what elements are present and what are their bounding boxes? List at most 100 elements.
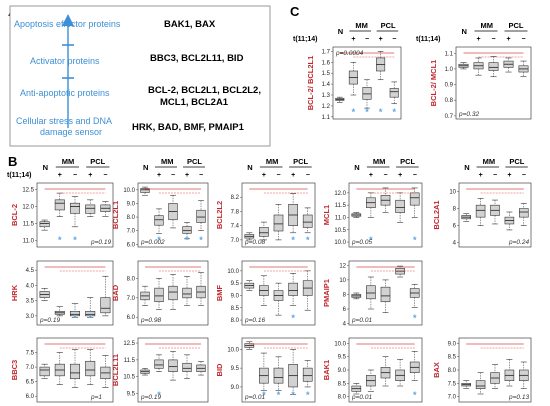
y-tick-label: 10.0 [123, 188, 135, 194]
box-group [366, 369, 376, 392]
box-group [196, 200, 206, 231]
translocation-sign: + [479, 172, 483, 179]
y-tick-label: 7.0 [127, 229, 136, 235]
box-group [335, 96, 345, 103]
p-value: p=0.05 [351, 239, 372, 246]
y-tick-label: 7.5 [26, 351, 35, 357]
translocation-sign: + [477, 36, 481, 43]
pcl-group-label: PCL [90, 157, 105, 166]
y-tick-label: 9.5 [231, 366, 240, 372]
box-group [504, 359, 515, 387]
significance-star: * [392, 107, 396, 117]
significance-star: * [73, 313, 77, 323]
box-group [259, 275, 269, 306]
box-iqr [366, 285, 376, 300]
box-group [182, 354, 192, 379]
box-group [461, 380, 471, 389]
category-label: Apoptosis effector proteins [14, 19, 121, 29]
box-group [504, 211, 515, 231]
t1114-label: t(11;14) [293, 36, 318, 43]
mm-group-label: MM [355, 21, 368, 30]
mm-group-label: MM [373, 157, 386, 166]
box-group [69, 349, 81, 388]
box-iqr [259, 227, 269, 237]
y-tick-label: 10.0 [334, 341, 346, 347]
p-value: p=0.01 [244, 394, 265, 401]
box-iqr [395, 199, 405, 213]
y-axis-label: BAX [432, 362, 441, 378]
y-tick-label: 6 [343, 307, 347, 313]
translocation-sign: − [103, 172, 107, 179]
y-axis-label: BID [215, 363, 224, 377]
y-tick-label: 8.0 [448, 368, 457, 374]
box-group [409, 283, 420, 308]
box-group [273, 204, 284, 241]
y-tick-label: 4.5 [26, 268, 35, 274]
box-group [182, 222, 192, 240]
p-value: p=0.01 [351, 394, 372, 401]
translocation-sign: − [522, 36, 526, 43]
box-group [259, 221, 269, 241]
y-tick-label: 4 [453, 241, 457, 247]
category-label-line1: Cellular stress and DNA [16, 116, 112, 126]
y-axis-label: BCL2L2 [215, 201, 224, 229]
mm-group-label: MM [483, 157, 496, 166]
box-group [168, 351, 178, 381]
box-group [461, 213, 471, 222]
box-iqr [475, 380, 486, 389]
box-group [490, 364, 500, 389]
pcl-group-label: PCL [381, 21, 396, 30]
y-tick-label: 10.0 [227, 347, 239, 353]
y-tick-label: 8.0 [338, 395, 347, 401]
y-tick-label: 9.0 [127, 201, 136, 207]
y-tick-label: 12.0 [334, 191, 346, 197]
panel-c-letter: C [290, 4, 300, 19]
p-value: p=0.19 [140, 394, 161, 401]
y-tick-label: 8.0 [127, 276, 136, 282]
y-tick-label: 6.5 [26, 380, 35, 386]
significance-star: * [413, 390, 417, 400]
y-tick-label: 8.0 [231, 318, 240, 324]
plot-frame [137, 182, 209, 248]
box-group [140, 186, 150, 196]
mm-group-label: MM [266, 157, 279, 166]
box-iqr [273, 214, 284, 232]
y-tick-label: 8.5 [231, 306, 240, 312]
y-tick-label: 9.0 [231, 385, 240, 391]
box-iqr [69, 202, 81, 214]
translocation-sign: − [413, 172, 417, 179]
y-axis-label: BCL-2/ BCL2L1 [306, 56, 315, 111]
box-group [39, 288, 50, 301]
box-group [168, 274, 178, 310]
box-iqr [389, 88, 399, 98]
p-value: p=0.0004 [335, 50, 364, 57]
y-tick-label: 12 [339, 263, 346, 269]
box-group [389, 81, 399, 105]
y-tick-label: 10 [339, 278, 346, 284]
box-iqr [69, 363, 81, 380]
pcl-group-label: PCL [400, 157, 415, 166]
normal-group-label: N [43, 163, 48, 172]
box-group [69, 303, 81, 318]
box-group [244, 232, 255, 241]
box-group [85, 297, 96, 318]
box-group [273, 282, 284, 316]
y-tick-label: 1.1 [445, 51, 454, 57]
box-group [518, 60, 529, 78]
box-group [196, 361, 206, 376]
category-label: Anti-apoptotic proteins [20, 88, 110, 98]
translocation-sign: + [507, 36, 511, 43]
box-group [409, 351, 420, 381]
translocation-sign: + [262, 172, 266, 179]
box-iqr [409, 192, 420, 206]
y-tick-label: 9.5 [338, 355, 347, 361]
